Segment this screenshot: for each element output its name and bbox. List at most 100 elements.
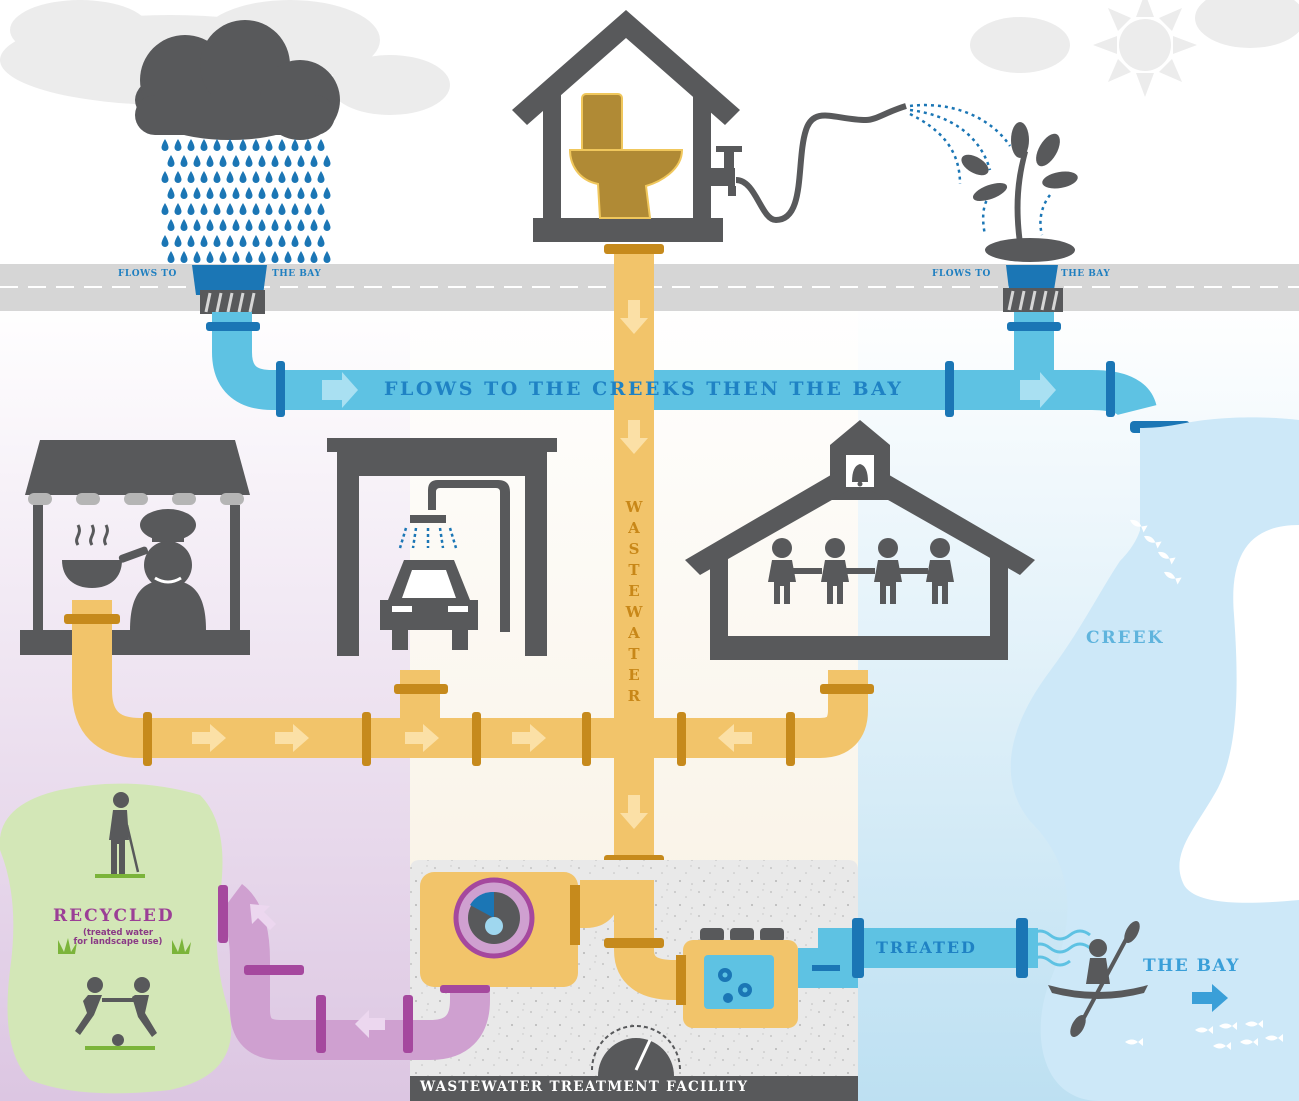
raindrop: [284, 219, 292, 231]
gauge-icon: [591, 1025, 681, 1076]
raindrop: [187, 171, 195, 183]
raindrop: [291, 139, 299, 151]
storm-cloud-icon: [135, 20, 340, 140]
raindrop: [323, 251, 331, 263]
raindrop: [226, 139, 234, 151]
raindrop: [310, 187, 318, 199]
faucet-icon: [711, 146, 742, 196]
rain-drops: [161, 139, 331, 263]
raindrop: [232, 187, 240, 199]
raindrop: [200, 139, 208, 151]
wastewater-letter: E: [628, 582, 640, 600]
raindrop: [271, 219, 279, 231]
connector-pipe: [614, 880, 694, 1000]
raindrop: [206, 187, 214, 199]
arrow-left-icon-gold: [718, 724, 752, 752]
wastewater-letter: T: [628, 561, 640, 579]
treatment-tank-primary: [420, 872, 620, 987]
raindrop: [161, 139, 169, 151]
sun-icon: [1093, 0, 1197, 97]
raindrop: [304, 171, 312, 183]
raindrop: [187, 203, 195, 215]
toilet-icon: [568, 93, 684, 219]
recycled-note-line2: for landscape use): [73, 936, 163, 947]
raindrop: [317, 235, 325, 247]
wastewater-letter: E: [628, 666, 640, 684]
raindrop: [239, 203, 247, 215]
raindrop: [258, 187, 266, 199]
raindrop: [245, 251, 253, 263]
water-outflow: [1029, 929, 1091, 967]
creek-label: CREEK: [1086, 628, 1165, 648]
garden-hose-icon: [735, 103, 907, 224]
arrow-right-icon-gold: [192, 724, 546, 752]
wastewater-letter: A: [628, 519, 640, 537]
raindrop: [226, 203, 234, 215]
raindrop: [297, 251, 305, 263]
treatment-tank-secondary: [676, 928, 798, 1028]
frying-pan-icon: [62, 524, 149, 588]
recycled-landscape-area: [0, 783, 232, 1094]
raindrop: [252, 203, 260, 215]
raindrop: [180, 187, 188, 199]
raindrop: [161, 235, 169, 247]
recycled-arrows: [250, 904, 385, 1038]
raindrop: [193, 251, 201, 263]
raindrop: [213, 235, 221, 247]
restaurant-icon: [20, 440, 250, 655]
road-label-right-before: FLOWS TO: [932, 269, 991, 279]
raindrop: [304, 139, 312, 151]
raindrop: [245, 155, 253, 167]
raindrop: [304, 203, 312, 215]
raindrop: [252, 235, 260, 247]
raindrop: [180, 219, 188, 231]
raindrop: [161, 203, 169, 215]
raindrop: [206, 251, 214, 263]
raindrop: [245, 219, 253, 231]
raindrop: [284, 155, 292, 167]
arrow-right-icon: [322, 372, 1056, 408]
raindrop: [317, 203, 325, 215]
raindrop: [258, 251, 266, 263]
raindrop: [226, 171, 234, 183]
raindrop: [213, 171, 221, 183]
raindrop: [245, 187, 253, 199]
wastewater-vertical-label: W A S T E W A T E R: [624, 500, 644, 710]
raindrop: [200, 203, 208, 215]
raindrop: [174, 139, 182, 151]
raindrop: [310, 219, 318, 231]
raindrop: [265, 203, 273, 215]
plant-icon: [961, 122, 1078, 262]
raindrop: [213, 139, 221, 151]
raindrop: [297, 155, 305, 167]
grass-icon: [58, 938, 191, 954]
raindrop: [239, 139, 247, 151]
raindrop: [297, 219, 305, 231]
raindrop: [232, 155, 240, 167]
raindrop: [323, 187, 331, 199]
stormwater-flow-label: FLOWS TO THE CREEKS THEN THE BAY: [384, 378, 904, 400]
raindrop: [232, 251, 240, 263]
raindrop: [219, 155, 227, 167]
raindrop: [291, 171, 299, 183]
raindrop: [297, 187, 305, 199]
raindrop: [174, 203, 182, 215]
raindrop: [271, 251, 279, 263]
car-icon: [380, 560, 478, 650]
wastewater-letter: W: [625, 498, 643, 516]
arrow-down-icon: [620, 300, 648, 829]
recycled-note: (treated water for landscape use): [68, 929, 168, 946]
road-label-right-after: THE BAY: [1061, 269, 1111, 279]
raindrop: [291, 235, 299, 247]
raindrop: [193, 187, 201, 199]
wastewater-letter: A: [628, 624, 640, 642]
raindrop: [291, 203, 299, 215]
raindrop: [226, 235, 234, 247]
raindrop: [284, 251, 292, 263]
facility-label: WASTEWATER TREATMENT FACILITY: [420, 1079, 749, 1095]
raindrop: [323, 155, 331, 167]
bay-label: THE BAY: [1143, 956, 1240, 976]
raindrop: [180, 155, 188, 167]
road-label-left-after: THE BAY: [272, 269, 322, 279]
raindrop: [206, 219, 214, 231]
